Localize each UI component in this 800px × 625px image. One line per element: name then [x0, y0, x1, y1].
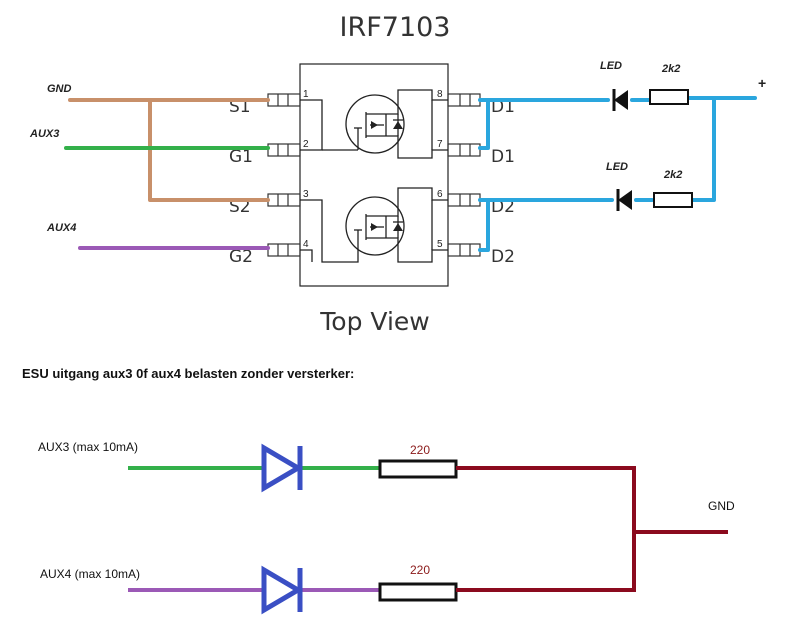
- right-pin-stubs: [447, 93, 481, 257]
- resistor-220-aux3-label: 220: [410, 443, 430, 457]
- mosfet-2-arrow: [371, 223, 378, 231]
- pin-number-1: 1: [303, 89, 309, 100]
- d2-bridge-wire: [478, 198, 490, 252]
- diode-aux3-icon: [261, 443, 303, 493]
- resistor-1-label: 2k2: [661, 63, 680, 75]
- pin-number-5: 5: [437, 239, 443, 250]
- resistor-220-aux4: [378, 582, 458, 602]
- pin-number-2: 2: [303, 139, 309, 150]
- resistor-220-aux3: [378, 459, 458, 479]
- supply-riser-wire: [690, 96, 716, 202]
- mosfet-1-body-diode: [393, 121, 403, 129]
- section-heading: ESU uitgang aux3 0f aux4 belasten zonder…: [22, 366, 354, 381]
- mosfet-1-symbol: [300, 89, 448, 159]
- chip-title: IRF7103: [340, 12, 451, 43]
- resistor-2k2-2: [653, 192, 693, 208]
- supply-plus-label: +: [758, 75, 766, 91]
- mosfet-2-body-diode: [393, 223, 403, 231]
- left-pin-stubs: [267, 93, 301, 257]
- d1-bridge-wire: [478, 98, 490, 150]
- resistor-220-aux4-label: 220: [410, 563, 430, 577]
- aux3-label: AUX3: [29, 128, 59, 140]
- gnd-output-label: GND: [708, 499, 735, 513]
- diode-aux4-icon: [261, 565, 303, 615]
- led-2-icon: [616, 189, 632, 211]
- mosfet-2-symbol: [300, 187, 448, 263]
- resistor-2k2-1: [649, 89, 689, 105]
- mosfet-1-arrow: [371, 121, 378, 129]
- pin-label-d2-5: D2: [491, 247, 515, 267]
- aux4-label: AUX4: [46, 222, 76, 234]
- resistor-2-label: 2k2: [663, 169, 682, 181]
- pin-number-8: 8: [437, 89, 443, 100]
- pin-number-4: 4: [303, 239, 309, 250]
- led-1-icon: [612, 89, 628, 111]
- aux3-max-label: AUX3 (max 10mA): [38, 440, 138, 454]
- top-view-label: Top View: [319, 307, 429, 336]
- aux4-max-label: AUX4 (max 10mA): [40, 567, 140, 581]
- led-2-label: LED: [606, 161, 628, 173]
- pin-label-d1-7: D1: [491, 147, 515, 167]
- pin-number-7: 7: [437, 139, 443, 150]
- return-wire: [456, 466, 636, 592]
- pin-number-3: 3: [303, 189, 309, 200]
- pin-label-g2: G2: [229, 247, 253, 267]
- gnd-label: GND: [47, 83, 72, 95]
- led-1-label: LED: [600, 60, 622, 72]
- pin-number-6: 6: [437, 189, 443, 200]
- gnd-s2-wire: [148, 98, 270, 202]
- pin-label-g1: G1: [229, 147, 253, 167]
- chip-body: [299, 63, 449, 287]
